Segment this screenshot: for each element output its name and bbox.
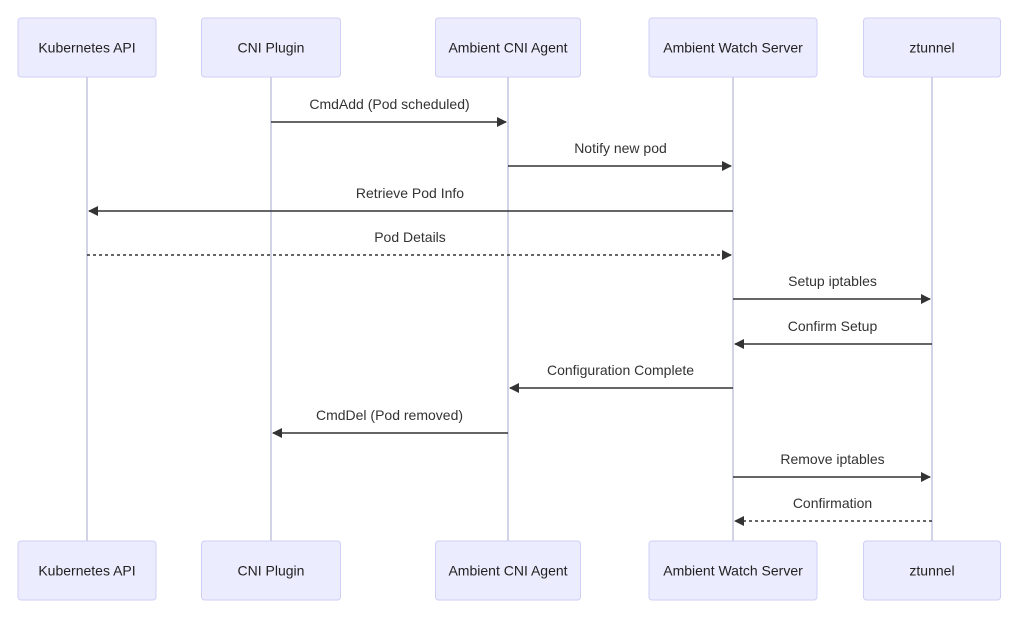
message-label: Configuration Complete bbox=[547, 362, 694, 378]
actor-box bbox=[201, 540, 341, 601]
message-label: CmdAdd (Pod scheduled) bbox=[309, 96, 469, 112]
actor-bottom-agent: Ambient CNI Agent bbox=[435, 540, 581, 601]
actor-top-cni: CNI Plugin bbox=[201, 17, 341, 78]
actor-top-watch: Ambient Watch Server bbox=[648, 17, 818, 78]
message-9: Remove iptables bbox=[733, 451, 931, 482]
actor-box bbox=[435, 17, 581, 78]
actor-bottom-zt: ztunnel bbox=[863, 540, 1001, 601]
actor-box bbox=[17, 540, 157, 601]
actor-label: ztunnel bbox=[909, 40, 954, 56]
actor-bottom-k8s: Kubernetes API bbox=[17, 540, 157, 601]
message-5: Setup iptables bbox=[733, 273, 931, 304]
actors-bottom: Kubernetes API CNI Plugin Ambient CNI Agen… bbox=[17, 540, 1001, 601]
message-label: Confirmation bbox=[793, 495, 872, 511]
message-3: Retrieve Pod Info bbox=[88, 185, 733, 216]
message-1: CmdAdd (Pod scheduled) bbox=[271, 96, 507, 127]
message-10: Confirmation bbox=[734, 495, 932, 526]
actor-box bbox=[863, 540, 1001, 601]
actor-box bbox=[863, 17, 1001, 78]
actor-label: CNI Plugin bbox=[238, 563, 305, 579]
message-label: Remove iptables bbox=[780, 451, 884, 467]
message-6: Confirm Setup bbox=[734, 318, 932, 349]
actor-label: Kubernetes API bbox=[38, 40, 135, 56]
message-4: Pod Details bbox=[87, 229, 732, 260]
message-7: Configuration Complete bbox=[509, 362, 733, 393]
actor-bottom-watch: Ambient Watch Server bbox=[648, 540, 818, 601]
actor-top-k8s: Kubernetes API bbox=[17, 17, 157, 78]
message-label: Notify new pod bbox=[574, 140, 667, 156]
message-label: Setup iptables bbox=[788, 273, 877, 289]
messages: CmdAdd (Pod scheduled) Notify new podRetr… bbox=[87, 96, 932, 526]
actor-label: CNI Plugin bbox=[238, 40, 305, 56]
message-8: CmdDel (Pod removed) bbox=[272, 407, 508, 438]
actor-box bbox=[648, 17, 818, 78]
message-label: Confirm Setup bbox=[788, 318, 878, 334]
actor-label: Kubernetes API bbox=[38, 563, 135, 579]
message-label: Retrieve Pod Info bbox=[356, 185, 464, 201]
actor-box bbox=[201, 17, 341, 78]
actor-label: Ambient Watch Server bbox=[663, 563, 803, 579]
actor-label: Ambient CNI Agent bbox=[448, 40, 567, 56]
actor-box bbox=[17, 17, 157, 78]
actor-top-zt: ztunnel bbox=[863, 17, 1001, 78]
message-label: CmdDel (Pod removed) bbox=[316, 407, 463, 423]
actor-label: Ambient Watch Server bbox=[663, 40, 803, 56]
lifelines bbox=[86, 77, 933, 541]
actor-label: Ambient CNI Agent bbox=[448, 563, 567, 579]
actor-bottom-cni: CNI Plugin bbox=[201, 540, 341, 601]
actor-label: ztunnel bbox=[909, 563, 954, 579]
actor-top-agent: Ambient CNI Agent bbox=[435, 17, 581, 78]
actors-top: Kubernetes API CNI Plugin Ambient CNI Agen… bbox=[17, 17, 1001, 78]
actor-box bbox=[648, 540, 818, 601]
actor-box bbox=[435, 540, 581, 601]
message-2: Notify new pod bbox=[508, 140, 732, 171]
message-label: Pod Details bbox=[374, 229, 446, 245]
